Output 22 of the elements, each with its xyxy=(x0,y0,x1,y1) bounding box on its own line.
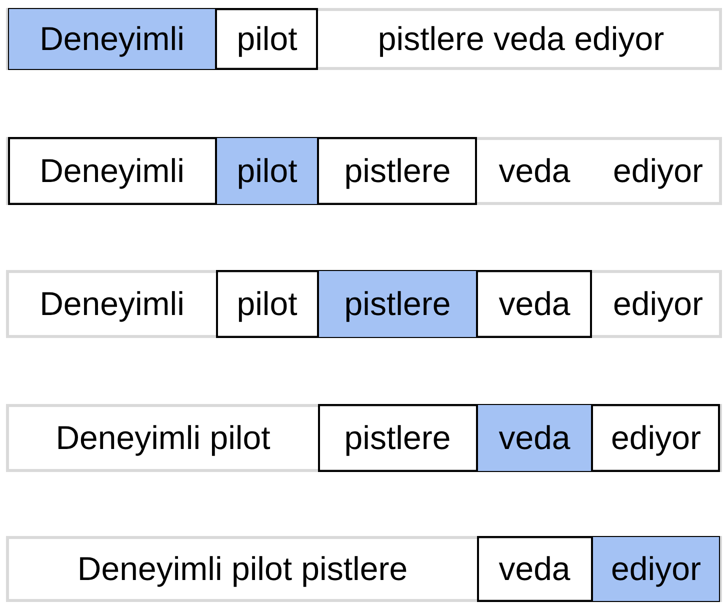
context-window xyxy=(318,404,720,472)
sentence-strip xyxy=(6,8,722,70)
word-text: Deneyimli pilot xyxy=(56,419,270,457)
target-word-cell: pistlere xyxy=(318,270,477,338)
sentence-strip xyxy=(6,404,722,472)
sentence-strip xyxy=(6,137,722,205)
target-word-cell: Deneyimli xyxy=(8,8,216,70)
word-text: ediyor xyxy=(613,152,703,190)
context-window xyxy=(216,270,592,338)
target-word-cell: pilot xyxy=(216,137,318,205)
target-word-cell: veda xyxy=(477,404,592,472)
word-text: ediyor xyxy=(613,285,703,323)
target-word-cell: ediyor xyxy=(592,536,720,602)
word-text: pistlere veda ediyor xyxy=(378,20,664,58)
sentence-strip xyxy=(6,270,722,338)
word-text: Deneyimli xyxy=(40,285,184,323)
context-window xyxy=(8,137,477,205)
sentence-strip xyxy=(6,536,722,602)
word-text: veda xyxy=(498,152,570,190)
context-window xyxy=(8,8,318,70)
context-window xyxy=(477,536,720,602)
word-text: Deneyimli pilot pistlere xyxy=(77,550,408,588)
